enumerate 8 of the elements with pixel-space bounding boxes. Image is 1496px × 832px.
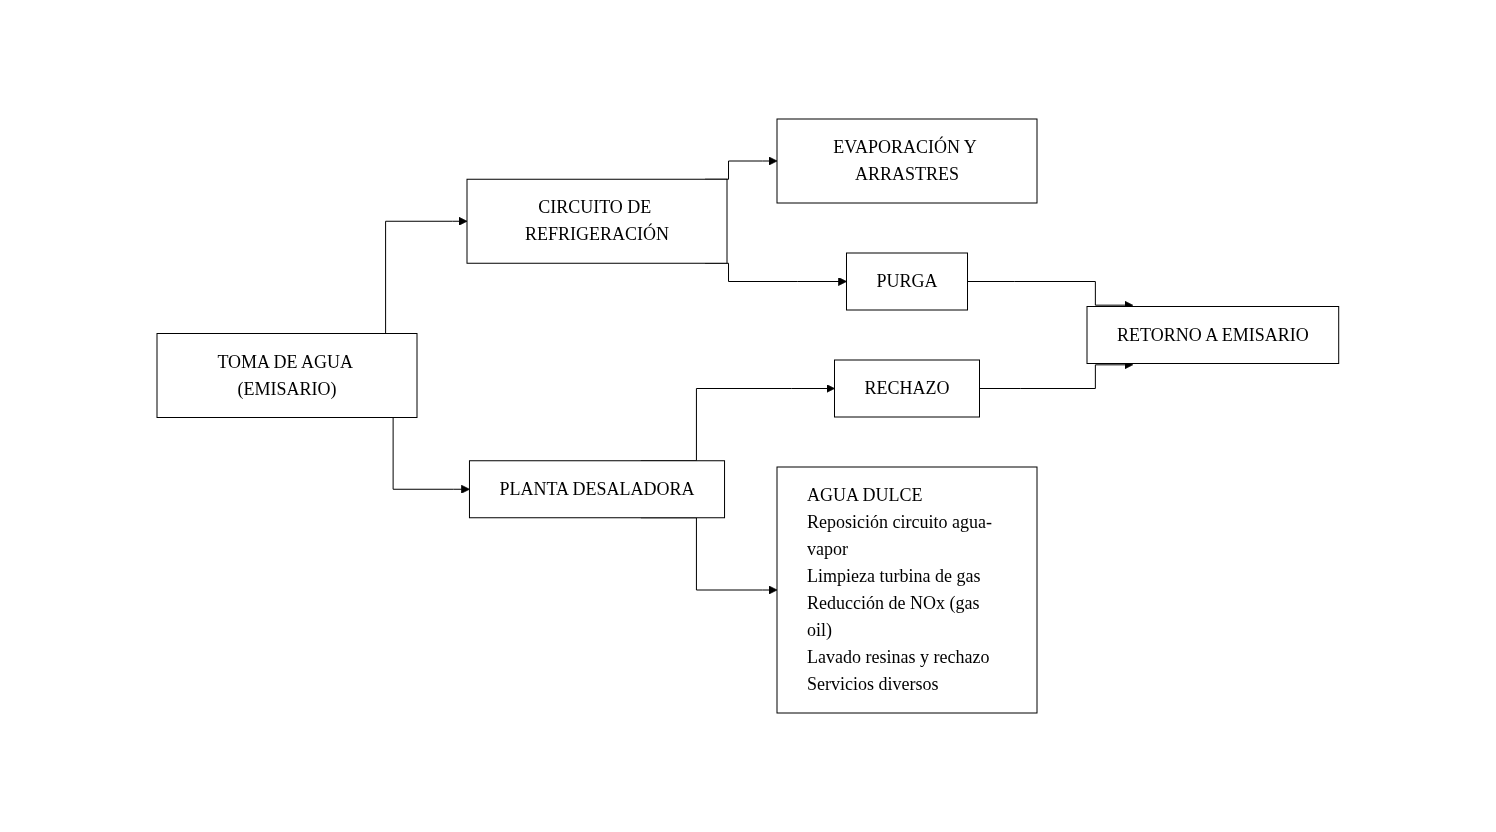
node-box: RECHAZO bbox=[834, 359, 981, 418]
node-box: RETORNO A EMISARIO bbox=[1086, 306, 1340, 364]
node-box: TOMA DE AGUA (EMISARIO) bbox=[156, 333, 418, 418]
node-box: PLANTA DESALADORA bbox=[469, 460, 726, 519]
node-box: CIRCUITO DE REFRIGERACIÓN bbox=[466, 178, 728, 264]
node-box: EVAPORACIÓN Y ARRASTRES bbox=[776, 118, 1038, 204]
node-box: AGUA DULCE Reposición circuito agua-vapor Limpieza turbina de gas Reducción de NOx (gas oil) Lavado resinas y rechazo Servicios diversos bbox=[776, 466, 1038, 714]
node-box: PURGA bbox=[846, 252, 969, 311]
